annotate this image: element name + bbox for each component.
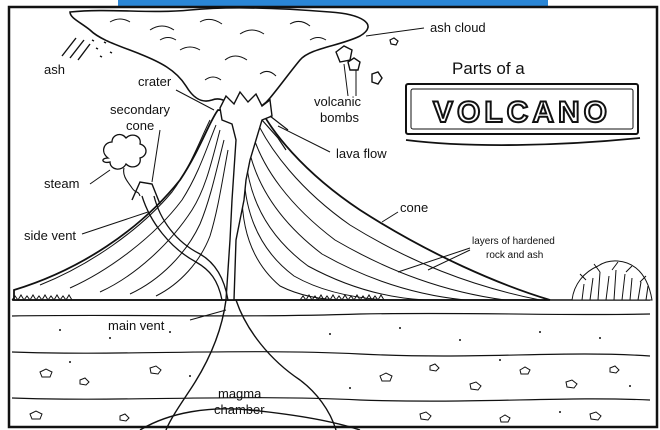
soil-layer-line-2 <box>12 352 650 356</box>
label-lava-flow: lava flow <box>336 146 387 161</box>
leader-steam <box>90 170 110 184</box>
leader-secondary-cone <box>152 130 160 182</box>
label-side-vent: side vent <box>24 228 76 243</box>
label-crater: crater <box>138 74 172 89</box>
label-secondary-cone-1: secondary <box>110 102 170 117</box>
title-banner: VOLCANO <box>406 84 640 145</box>
soil-layer-line-3 <box>12 398 650 401</box>
label-ash: ash <box>44 62 65 77</box>
soil-layer-line-1 <box>12 313 650 316</box>
volcanic-bomb-4 <box>390 38 398 45</box>
label-main-vent: main vent <box>108 318 165 333</box>
volcanic-bomb-3 <box>372 72 382 84</box>
label-steam: steam <box>44 176 79 191</box>
volcano-cone <box>14 110 550 300</box>
label-layers-1: layers of hardened <box>472 236 555 247</box>
label-magma-chamber-1: magma <box>218 386 262 401</box>
label-ash-cloud: ash cloud <box>430 20 486 35</box>
leader-main-vent <box>190 310 226 320</box>
label-cone: cone <box>400 200 428 215</box>
label-layers-2: rock and ash <box>486 250 543 261</box>
leader-ash-cloud <box>366 28 424 36</box>
soil-dots <box>59 327 631 413</box>
title-line1: Parts of a <box>452 59 525 78</box>
label-secondary-cone-2: cone <box>126 118 154 133</box>
steam-trail <box>124 168 140 196</box>
label-magma-chamber-2: chamber <box>214 402 265 417</box>
ash-lines <box>62 38 90 60</box>
volcanic-bomb-1 <box>336 46 352 62</box>
title-line2: VOLCANO <box>433 96 611 129</box>
label-volcanic-bombs-2: bombs <box>320 110 360 125</box>
leader-cone <box>382 212 398 222</box>
steam-puff <box>103 135 146 170</box>
bushes <box>572 261 652 300</box>
label-volcanic-bombs-1: volcanic <box>314 94 361 109</box>
underground-rocks <box>30 364 619 422</box>
top-bar <box>118 0 548 6</box>
